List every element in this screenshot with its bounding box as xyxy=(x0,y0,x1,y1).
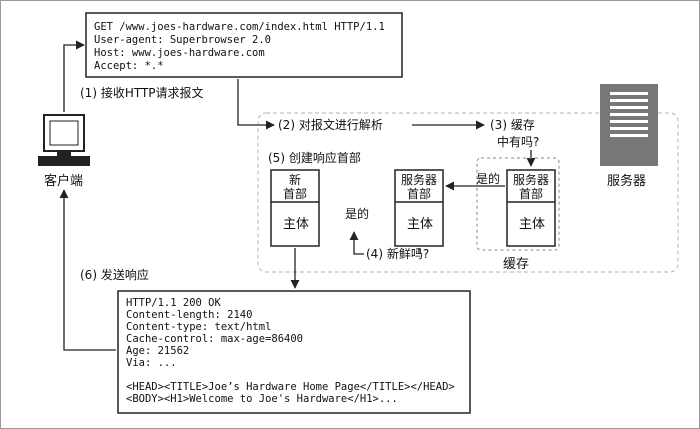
new-body: 主体 xyxy=(283,217,309,232)
yes-label-cache: 是的 xyxy=(476,171,500,186)
response-line-5: Age: 21562 xyxy=(126,345,189,357)
arrow-response-to-client xyxy=(59,189,116,351)
cached-copy-document: 服务器 首部 主体 xyxy=(394,169,444,247)
cache-entry-document: 服务器 首部 主体 xyxy=(506,169,556,247)
response-line-3: Content-type: text/html xyxy=(126,321,271,333)
cache-entry-header-line1: 服务器 xyxy=(513,172,549,187)
request-line-2: User-agent: Superbrowser 2.0 xyxy=(94,34,271,46)
arrow-client-to-request xyxy=(63,40,85,112)
arrow-fresh-to-new xyxy=(349,231,364,255)
step2-label: (2) 对报文进行解析 xyxy=(278,117,383,132)
step3-label-line2: 中有吗? xyxy=(497,134,539,149)
step1-label: (1) 接收HTTP请求报文 xyxy=(80,85,204,100)
response-line-8: <HEAD><TITLE>Joe’s Hardware Home Page</T… xyxy=(126,381,455,393)
step4-label: (4) 新鲜吗? xyxy=(366,246,429,261)
step6-label: (6) 发送响应 xyxy=(80,267,149,282)
cache-label: 缓存 xyxy=(503,257,529,272)
cache-entry-body: 主体 xyxy=(519,217,545,232)
cached-copy-body: 主体 xyxy=(407,217,433,232)
response-line-6: Via: ... xyxy=(126,357,177,369)
cache-region xyxy=(476,157,560,251)
response-line-4: Cache-control: max-age=86400 xyxy=(126,333,303,345)
arrow-request-to-parse xyxy=(237,79,275,130)
response-line-9: <BODY><H1>Welcome to Joe's Hardware</H1>… xyxy=(126,393,398,405)
server-icon xyxy=(600,84,658,166)
request-line-1: GET /www.joes-hardware.com/index.html HT… xyxy=(94,21,385,33)
step5-label: (5) 创建响应首部 xyxy=(268,150,361,165)
response-message: HTTP/1.1 200 OK Content-length: 2140 Con… xyxy=(117,290,471,414)
client-computer-icon xyxy=(38,114,90,166)
processing-region xyxy=(257,112,679,273)
response-line-2: Content-length: 2140 xyxy=(126,309,252,321)
request-message: GET /www.joes-hardware.com/index.html HT… xyxy=(85,12,403,78)
step3-label-line1: (3) 缓存 xyxy=(490,118,535,132)
new-header-line1: 新 xyxy=(289,172,301,187)
server-label: 服务器 xyxy=(607,173,646,189)
cache-entry-header-line2: 首部 xyxy=(519,186,543,201)
cached-copy-header-line2: 首部 xyxy=(407,186,431,201)
client-label: 客户端 xyxy=(44,173,83,189)
new-header-line2: 首部 xyxy=(283,186,307,201)
response-line-1: HTTP/1.1 200 OK xyxy=(126,297,222,309)
new-response-document: 新 首部 主体 xyxy=(270,169,320,247)
request-line-4: Accept: *.* xyxy=(94,60,164,72)
request-line-3: Host: www.joes-hardware.com xyxy=(94,47,265,59)
cached-copy-header-line1: 服务器 xyxy=(401,172,437,187)
yes-label-fresh: 是的 xyxy=(345,206,369,221)
